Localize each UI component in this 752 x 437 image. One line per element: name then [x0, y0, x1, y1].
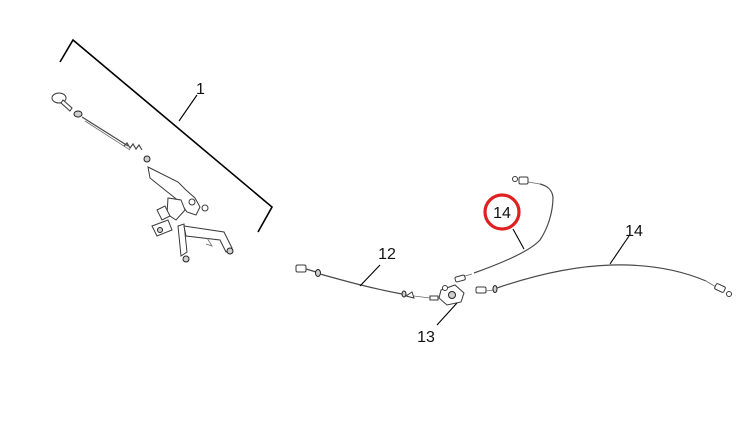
- lever-body: [147, 166, 201, 216]
- callout-12-label[interactable]: 12: [378, 246, 396, 263]
- callout-14-right-label[interactable]: 14: [625, 223, 643, 240]
- front-cable[interactable]: [295, 264, 439, 301]
- lever-washer: [143, 155, 151, 163]
- front-cable-sheath: [319, 273, 403, 295]
- callout-14-left-label[interactable]: 14: [493, 205, 511, 222]
- lever-shaft: [81, 116, 129, 147]
- callout-13-label[interactable]: 13: [417, 329, 435, 346]
- rear-cable-right-sheath: [496, 264, 707, 289]
- callout-1-leader: [178, 94, 198, 122]
- highlight-ring: [483, 193, 521, 231]
- lever-shaft-inner: [84, 120, 131, 151]
- callout-14-right-leader: [609, 235, 630, 265]
- rear-cable-left[interactable]: [454, 176, 554, 283]
- ratchet-spring: [123, 142, 143, 151]
- cable-equalizer[interactable]: [438, 284, 465, 306]
- lever-grip: [51, 92, 83, 118]
- rear-cable-left-sheath: [473, 183, 554, 274]
- mounting-bracket: [177, 223, 234, 263]
- assembly-bracket-line: [59, 38, 274, 233]
- callout-1-label[interactable]: 1: [196, 81, 205, 98]
- callout-13-leader: [436, 302, 458, 326]
- front-cable-end-fitting: [295, 264, 307, 273]
- hand-brake-lever-assembly[interactable]: [51, 38, 274, 263]
- callout-14-left-leader: [512, 228, 525, 250]
- callout-12-leader: [359, 264, 381, 287]
- mounting-clip: [151, 205, 173, 237]
- rear-cable-right[interactable]: [475, 264, 732, 297]
